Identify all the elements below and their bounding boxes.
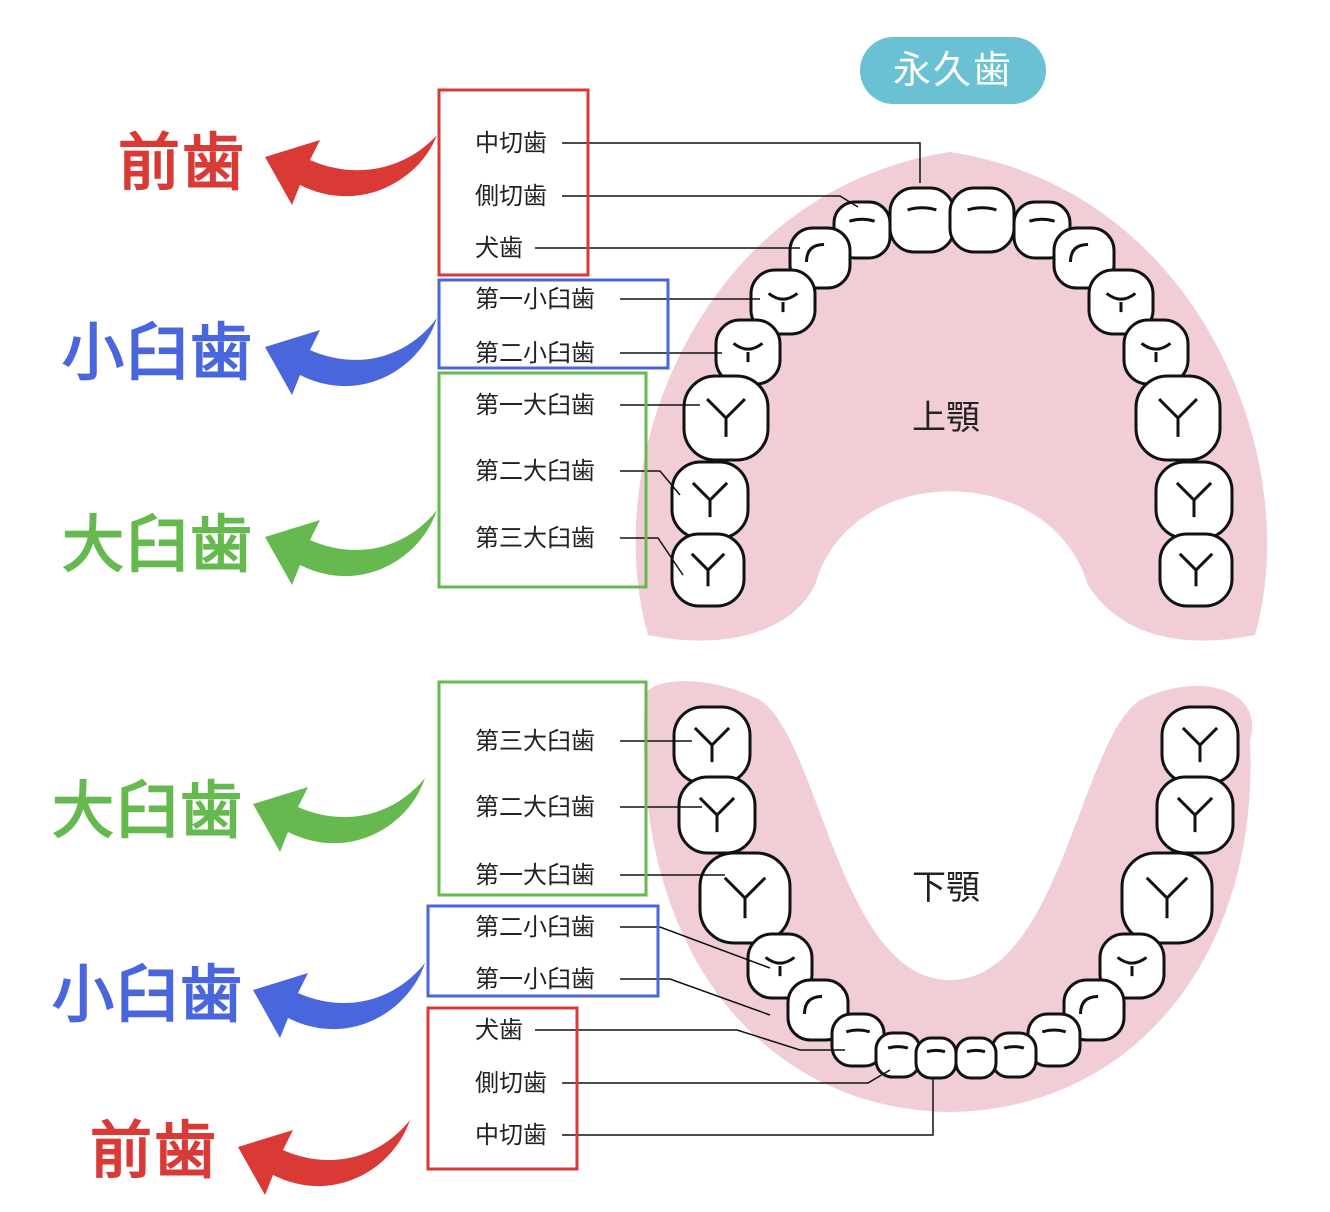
- lower-leader-lines: [535, 740, 934, 1136]
- upper-premolar-box: [437, 278, 670, 370]
- upper-anterior-box: [437, 88, 590, 277]
- lower-tooth: [672, 705, 752, 785]
- lower-tooth-label: 第三大臼歯: [475, 727, 595, 755]
- lower-molar-box: [437, 680, 648, 897]
- lower-tooth: [1098, 932, 1166, 1000]
- lower-tooth: [990, 1031, 1038, 1079]
- upper-tooth-label: 第二大臼歯: [475, 457, 595, 485]
- upper-molar-label: 大臼歯: [62, 508, 255, 581]
- upper-tooth: [1158, 532, 1234, 608]
- upper-tooth: [1122, 318, 1190, 386]
- lower-tooth-label: 第二大臼歯: [475, 793, 595, 821]
- upper-tooth-label: 第一小臼歯: [475, 285, 595, 313]
- lower-jaw-label: 下顎: [912, 868, 980, 908]
- lower-tooth-label: 側切歯: [475, 1069, 547, 1097]
- upper-tooth-label: 第一大臼歯: [475, 391, 595, 419]
- lower-tooth-label: 中切歯: [475, 1121, 547, 1149]
- upper-tooth: [714, 318, 782, 386]
- lower-molar-arrow: [253, 778, 425, 852]
- upper-premolar-label: 小臼歯: [62, 316, 255, 389]
- permanent-teeth-badge: 永久歯: [860, 37, 1046, 104]
- lower-tooth: [1160, 705, 1240, 785]
- lower-tooth-label: 犬歯: [475, 1016, 523, 1044]
- lower-tooth: [746, 932, 814, 1000]
- upper-tooth: [1087, 268, 1155, 336]
- lower-tooth-label: 第二小臼歯: [475, 913, 595, 941]
- upper-jaw-label: 上顎: [912, 398, 980, 438]
- upper-anterior-label: 前歯: [118, 126, 247, 199]
- lower-anterior-box: [426, 1006, 579, 1171]
- upper-tooth-label: 第三大臼歯: [475, 524, 595, 552]
- upper-premolar-arrow: [265, 318, 437, 395]
- upper-tooth: [948, 186, 1016, 254]
- upper-tooth-label: 中切歯: [475, 129, 547, 157]
- upper-tooth: [682, 374, 770, 462]
- lower-molar-label: 大臼歯: [52, 774, 245, 847]
- lower-tooth: [1120, 851, 1214, 945]
- lower-tooth: [698, 851, 792, 945]
- lower-tooth: [914, 1036, 958, 1080]
- upper-tooth-label: 第二小臼歯: [475, 339, 595, 367]
- upper-tooth: [670, 532, 746, 608]
- lower-tooth: [677, 775, 757, 855]
- upper-leader-lines: [535, 142, 921, 576]
- upper-tooth-label: 側切歯: [475, 182, 547, 210]
- upper-molar-arrow: [265, 510, 437, 585]
- upper-tooth: [1154, 460, 1234, 540]
- lower-premolar-label: 小臼歯: [52, 958, 245, 1031]
- lower-tooth-label: 第一大臼歯: [475, 861, 595, 889]
- lower-tooth: [1155, 775, 1235, 855]
- upper-tooth-label: 犬歯: [475, 234, 523, 262]
- lower-tooth-label: 第一小臼歯: [475, 965, 595, 993]
- upper-anterior-arrow: [265, 135, 437, 205]
- upper-tooth: [670, 460, 750, 540]
- lower-tooth: [954, 1036, 998, 1080]
- upper-teeth: [670, 186, 1234, 608]
- lower-premolar-box: [426, 904, 660, 998]
- lower-tooth: [1026, 1012, 1082, 1068]
- lower-anterior-arrow: [238, 1120, 410, 1195]
- arrows: [238, 135, 437, 1195]
- upper-tooth: [888, 186, 956, 254]
- lower-tooth: [874, 1031, 922, 1079]
- lower-anterior-label: 前歯: [90, 1114, 219, 1187]
- upper-tooth: [749, 268, 817, 336]
- upper-tooth: [1134, 374, 1222, 462]
- lower-premolar-arrow: [253, 963, 425, 1038]
- upper-molar-box: [437, 371, 648, 589]
